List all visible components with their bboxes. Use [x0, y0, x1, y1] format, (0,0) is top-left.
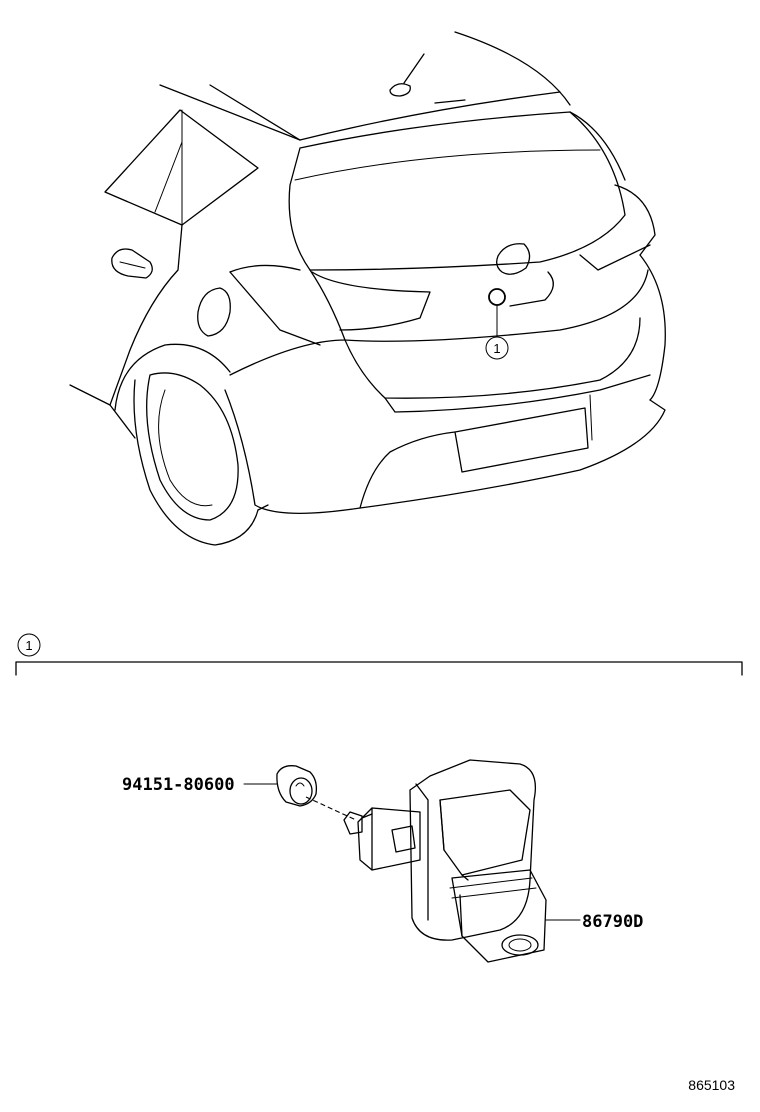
rear-hatch-glass	[288, 111, 626, 271]
part-label-94151-80600: 94151-80600	[122, 775, 235, 795]
section-callout-circle	[17, 633, 41, 657]
rear-wheel	[114, 343, 259, 546]
side-window	[104, 109, 259, 226]
vehicle-callout-number: 1	[493, 341, 500, 356]
callout-circle	[485, 336, 509, 360]
rear-bumper	[224, 254, 666, 514]
diagram-reference-number: 865103	[688, 1077, 735, 1093]
camera-location-marker	[488, 288, 506, 306]
fuel-cap	[197, 287, 231, 337]
camera-lens	[501, 934, 539, 956]
door-handle	[111, 248, 153, 279]
section-bracket	[15, 661, 743, 676]
clip-part	[276, 765, 318, 807]
roof-antenna	[389, 53, 425, 97]
section-callout-number: 1	[25, 638, 32, 653]
install-dashed-line	[305, 796, 357, 821]
license-plate-recess	[454, 407, 589, 473]
backup-camera-part	[343, 759, 547, 963]
car-rear-illustration: 1	[69, 31, 666, 546]
part-label-86790D: 86790D	[582, 912, 643, 932]
detail-section-header: 1	[15, 633, 743, 676]
rear-emblem	[496, 243, 531, 275]
